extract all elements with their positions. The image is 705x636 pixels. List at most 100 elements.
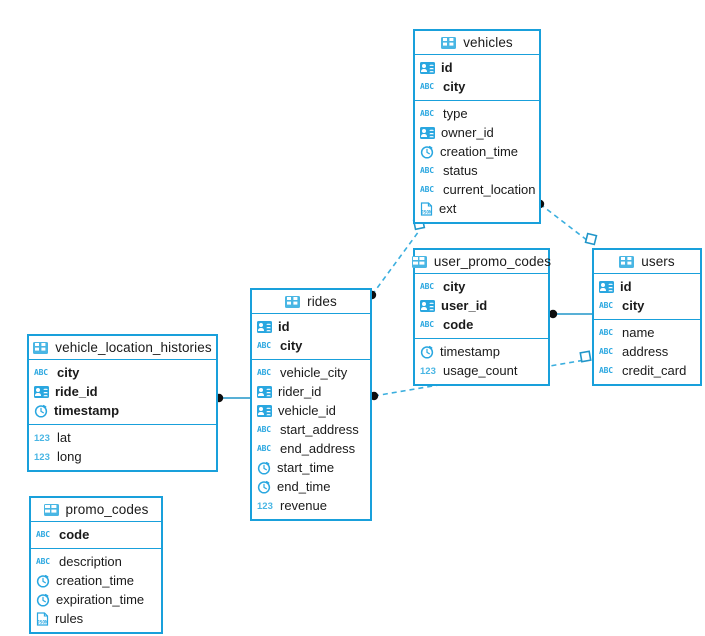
field-row[interactable]: creation_time [31, 571, 161, 590]
field-row[interactable]: ABC city [594, 296, 700, 315]
field-label: rider_id [278, 384, 322, 399]
table-grid-icon [619, 255, 635, 268]
entity-promo-codes[interactable]: promo_codes ABC code ABC description cre… [29, 496, 163, 634]
field-label: user_id [441, 298, 488, 313]
field-row[interactable]: 123 usage_count [415, 361, 548, 380]
field-row[interactable]: expiration_time [31, 590, 161, 609]
entity-title-vehicles: vehicles [415, 31, 539, 55]
field-label: city [443, 79, 466, 94]
field-label: start_address [280, 422, 359, 437]
contact-card-icon [257, 320, 272, 333]
entity-user-promo-codes[interactable]: user_promo_codes ABC city user_id ABC co… [411, 248, 551, 386]
field-row[interactable]: ABC status [415, 161, 539, 180]
field-row[interactable]: timestamp [29, 401, 216, 420]
field-label: expiration_time [56, 592, 145, 607]
entity-rides[interactable]: rides id ABC city ABC vehicle_city rider… [250, 288, 372, 521]
field-label: vehicle_city [280, 365, 348, 380]
field-label: name [622, 325, 655, 340]
field-row[interactable]: ABC type [415, 104, 539, 123]
field-row[interactable]: ABC description [31, 552, 161, 571]
field-row[interactable]: owner_id [415, 123, 539, 142]
field-label: type [443, 106, 468, 121]
field-row[interactable]: ride_id [29, 382, 216, 401]
field-label: address [622, 344, 669, 359]
abc-text-icon: ABC [257, 424, 271, 434]
field-row[interactable]: ABC address [594, 342, 700, 361]
field-row[interactable]: ABC city [252, 336, 370, 355]
field-row[interactable]: id [594, 277, 700, 296]
field-label: owner_id [441, 125, 494, 140]
abc-text-icon: ABC [420, 81, 434, 91]
field-label: start_time [277, 460, 335, 475]
field-row[interactable]: id [252, 317, 370, 336]
field-label: id [278, 319, 290, 334]
field-label: status [443, 163, 478, 178]
field-row[interactable]: start_time [252, 458, 370, 477]
field-row[interactable]: ABC start_address [252, 420, 370, 439]
entity-users[interactable]: users id ABC city ABC name ABC address A… [592, 248, 702, 386]
entity-vehicle-location-histories[interactable]: vehicle_location_histories ABC city ride… [27, 334, 218, 472]
clock-icon [36, 574, 50, 588]
field-row[interactable]: vehicle_id [252, 401, 370, 420]
field-row[interactable]: rider_id [252, 382, 370, 401]
entity-keys-section: id ABC city [594, 274, 700, 319]
abc-text-icon: ABC [599, 300, 613, 310]
table-grid-icon [33, 341, 49, 354]
abc-text-icon: ABC [257, 443, 271, 453]
field-label: usage_count [443, 363, 518, 378]
abc-text-icon: ABC [36, 556, 50, 566]
field-row[interactable]: 123 long [29, 447, 216, 466]
entity-title-rides: rides [252, 290, 370, 314]
field-row[interactable]: creation_time [415, 142, 539, 161]
123-number-icon: 123 [34, 432, 50, 444]
field-row[interactable]: ABC city [29, 363, 216, 382]
field-row[interactable]: JSON rules [31, 609, 161, 628]
entity-fields-section: ABC type owner_id creation_time ABC stat… [415, 100, 539, 222]
abc-text-icon: ABC [599, 346, 613, 356]
field-row[interactable]: ABC name [594, 323, 700, 342]
entity-fields-section: ABC name ABC address ABC credit_card [594, 319, 700, 384]
field-row[interactable]: ABC credit_card [594, 361, 700, 380]
table-grid-icon [43, 503, 59, 516]
abc-text-icon: ABC [599, 365, 613, 375]
field-row[interactable]: ABC code [415, 315, 548, 334]
entity-name: promo_codes [65, 502, 149, 517]
field-row[interactable]: 123 lat [29, 428, 216, 447]
field-label: end_time [277, 479, 331, 494]
field-row[interactable]: ABC city [415, 277, 548, 296]
svg-text:JSON: JSON [421, 209, 432, 215]
field-label: timestamp [440, 344, 500, 359]
field-row[interactable]: end_time [252, 477, 370, 496]
field-label: id [441, 60, 453, 75]
field-label: city [57, 365, 80, 380]
field-label: current_location [443, 182, 536, 197]
field-row[interactable]: 123 revenue [252, 496, 370, 515]
field-row[interactable]: ABC vehicle_city [252, 363, 370, 382]
entity-fields-section: 123 lat 123 long [29, 424, 216, 470]
field-row[interactable]: ABC end_address [252, 439, 370, 458]
field-row[interactable]: JSON ext [415, 199, 539, 218]
field-label: timestamp [54, 403, 120, 418]
field-label: ride_id [55, 384, 98, 399]
field-row[interactable]: user_id [415, 296, 548, 315]
field-row[interactable]: id [415, 58, 539, 77]
abc-text-icon: ABC [420, 165, 434, 175]
contact-card-icon [257, 385, 272, 398]
field-row[interactable]: ABC current_location [415, 180, 539, 199]
field-row[interactable]: ABC code [31, 525, 161, 544]
field-row[interactable]: ABC city [415, 77, 539, 96]
entity-fields-section: ABC description creation_time expiration… [31, 548, 161, 632]
entity-name: vehicles [463, 35, 513, 50]
abc-text-icon: ABC [420, 281, 434, 291]
field-label: city [622, 298, 645, 313]
svg-text:JSON: JSON [37, 619, 48, 625]
table-grid-icon [411, 255, 427, 268]
entity-title-users: users [594, 250, 700, 274]
field-row[interactable]: timestamp [415, 342, 548, 361]
contact-card-icon [420, 61, 435, 74]
entity-title-promo-codes: promo_codes [31, 498, 161, 522]
abc-text-icon: ABC [420, 108, 434, 118]
entity-vehicles[interactable]: vehicles id ABC city ABC type owner_id [413, 29, 541, 224]
abc-text-icon: ABC [420, 184, 434, 194]
